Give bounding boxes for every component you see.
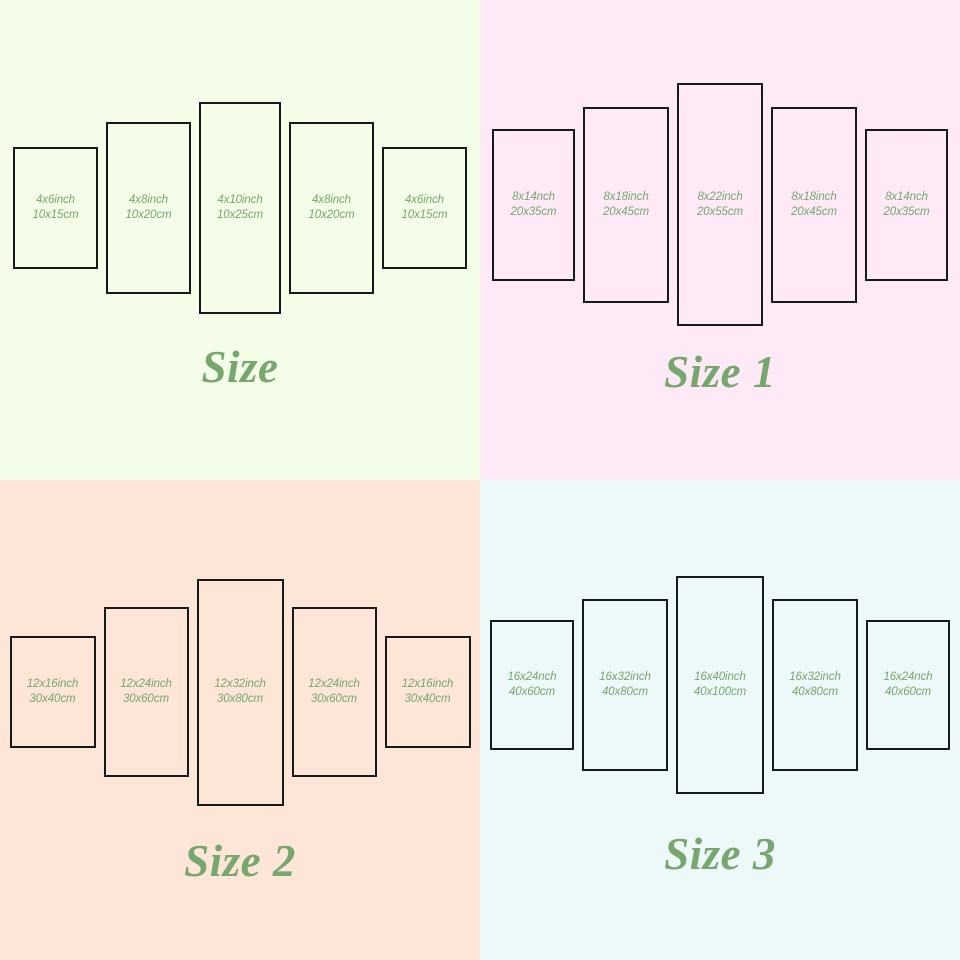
canvas-frame[interactable]: 16x24nch 40x60cm (490, 619, 574, 750)
frame-size-cm: 40x80cm (792, 685, 838, 698)
frame-size-label: 8x22inch 20x55cm (697, 190, 743, 220)
frame-size-label: 4x6inch 10x15cm (402, 193, 448, 223)
frame-size-cm: 10x15cm (401, 208, 448, 221)
frame-size-cm: 40x60cm (885, 685, 931, 698)
frame-size-cm: 20x45cm (603, 205, 649, 218)
canvas-frame[interactable]: 4x6inch 10x15cm (13, 146, 98, 269)
frame-size-inch: 4x6inch (405, 193, 444, 206)
frame-size-inch: 4x8inch (312, 193, 351, 206)
canvas-frame[interactable]: 12x16inch 30x40cm (384, 636, 471, 748)
frame-size-cm: 30x40cm (29, 693, 76, 705)
frame-size-label: 8x18inch 20x45cm (791, 190, 837, 220)
frame-size-label: 8x14nch 20x35cm (511, 190, 557, 220)
canvas-frame[interactable]: 12x16inch 30x40cm (9, 636, 96, 748)
size-panel-size: 4x6inch 10x15cm 4x8inch 10x20cm 4x10inch 10x2… (0, 0, 480, 480)
frame-size-label: 4x10inch 10x25cm (217, 193, 263, 223)
canvas-frame[interactable]: 8x14nch 20x35cm (865, 128, 948, 281)
frame-size-cm: 40x80cm (602, 685, 648, 698)
canvas-frame[interactable]: 8x18inch 20x45cm (583, 106, 669, 303)
frame-size-label: 4x8inch 10x20cm (309, 193, 355, 223)
frame-size-inch: 8x18inch (603, 190, 649, 203)
frame-size-label: 4x6inch 10x15cm (33, 193, 79, 223)
frame-size-inch: 8x14nch (512, 190, 555, 203)
frame-size-cm: 40x100cm (693, 685, 747, 698)
frame-size-cm: 40x60cm (509, 685, 555, 698)
panel-title-size-3: Size 3 (664, 829, 776, 879)
canvas-frame[interactable]: 12x24inch 30x60cm (291, 607, 377, 777)
frame-size-cm: 30x80cm (217, 693, 263, 705)
frame-cluster-size-3: 16x24nch 40x60cm 16x32inch 40x80cm 16x40inch… (480, 562, 960, 807)
canvas-frame[interactable]: 4x6inch 10x15cm (382, 146, 467, 269)
canvas-frame[interactable]: 4x8inch 10x20cm (289, 121, 374, 294)
panel-title-size-1: Size 1 (664, 347, 776, 397)
frame-size-inch: 8x14nch (885, 190, 928, 203)
canvas-frame[interactable]: 16x32inch 40x80cm (582, 598, 668, 771)
frame-size-inch: 12x24inch (120, 678, 172, 690)
frame-size-inch: 4x6inch (36, 193, 75, 206)
frame-size-label: 12x32inch 30x80cm (214, 677, 266, 707)
frame-size-inch: 12x16inch (401, 678, 454, 690)
frame-size-inch: 16x32inch (599, 670, 651, 683)
frame-size-label: 12x24inch 30x60cm (120, 677, 172, 707)
frame-cluster-size-2: 12x16inch 30x40cm 12x24inch 30x60cm 12x32inc… (0, 572, 480, 812)
frame-size-inch: 16x24nch (507, 670, 557, 683)
size-panel-size-1: 8x14nch 20x35cm 8x18inch 20x45cm 8x22inch 20x… (480, 0, 960, 480)
canvas-frame[interactable]: 12x24inch 30x60cm (103, 607, 189, 777)
frame-size-label: 12x16inch 30x40cm (402, 677, 454, 707)
frame-size-cm: 30x60cm (123, 693, 169, 705)
canvas-frame[interactable]: 8x14nch 20x35cm (492, 128, 575, 281)
frame-size-cm: 10x15cm (32, 208, 79, 221)
canvas-frame[interactable]: 16x40inch 40x100cm (676, 575, 764, 794)
panel-title-size: Size (201, 342, 279, 392)
frame-size-cm: 10x25cm (217, 208, 263, 221)
size-panel-size-2: 12x16inch 30x40cm 12x24inch 30x60cm 12x32inc… (0, 480, 480, 960)
frame-size-inch: 16x32inch (789, 670, 841, 683)
frame-size-label: 8x18inch 20x45cm (603, 190, 649, 220)
frame-size-label: 16x32inch 40x80cm (789, 670, 841, 700)
frame-size-cm: 30x60cm (311, 693, 357, 705)
frame-size-label: 12x16inch 30x40cm (27, 677, 79, 707)
canvas-frame[interactable]: 12x32inch 30x80cm (196, 578, 284, 806)
frame-size-cm: 10x20cm (308, 208, 355, 221)
canvas-frame[interactable]: 16x32inch 40x80cm (772, 598, 858, 771)
frame-size-inch: 4x8inch (129, 193, 168, 206)
size-panel-size-3: 16x24nch 40x60cm 16x32inch 40x80cm 16x40inch… (480, 480, 960, 960)
frame-size-cm: 30x40cm (404, 693, 451, 705)
frame-size-inch: 8x22inch (697, 190, 743, 203)
frame-size-label: 16x24nch 40x60cm (883, 670, 932, 700)
frame-size-label: 8x14nch 20x35cm (884, 190, 930, 220)
frame-size-cm: 20x35cm (883, 205, 930, 218)
frame-size-label: 16x32inch 40x80cm (599, 670, 651, 700)
frame-size-inch: 12x32inch (214, 678, 266, 690)
canvas-frame[interactable]: 8x18inch 20x45cm (771, 106, 857, 303)
frame-size-label: 16x40inch 40x100cm (694, 670, 746, 700)
frame-size-inch: 12x24inch (308, 678, 360, 690)
canvas-frame[interactable]: 4x10inch 10x25cm (199, 101, 281, 314)
canvas-frame[interactable]: 8x22inch 20x55cm (677, 83, 763, 326)
frame-size-cm: 10x20cm (125, 208, 172, 221)
frame-size-inch: 12x16inch (26, 678, 79, 690)
canvas-frame[interactable]: 16x24nch 40x60cm (866, 619, 950, 750)
frame-cluster-size-1: 8x14nch 20x35cm 8x18inch 20x45cm 8x22inch 20x… (480, 82, 960, 327)
frame-size-cm: 20x55cm (697, 205, 743, 218)
frame-size-cm: 20x45cm (791, 205, 837, 218)
canvas-frame[interactable]: 4x8inch 10x20cm (106, 121, 191, 294)
frame-size-inch: 16x24nch (883, 670, 933, 683)
frame-size-label: 12x24inch 30x60cm (308, 677, 360, 707)
panel-title-size-2: Size 2 (184, 836, 296, 886)
frame-size-inch: 8x18inch (791, 190, 837, 203)
frame-size-inch: 16x40inch (694, 670, 746, 683)
frame-size-inch: 4x10inch (217, 193, 263, 206)
frame-size-label: 4x8inch 10x20cm (126, 193, 172, 223)
frame-cluster-size: 4x6inch 10x15cm 4x8inch 10x20cm 4x10inch 10x2… (0, 95, 480, 320)
frame-size-label: 16x24nch 40x60cm (507, 670, 556, 700)
frame-size-cm: 20x35cm (510, 205, 557, 218)
